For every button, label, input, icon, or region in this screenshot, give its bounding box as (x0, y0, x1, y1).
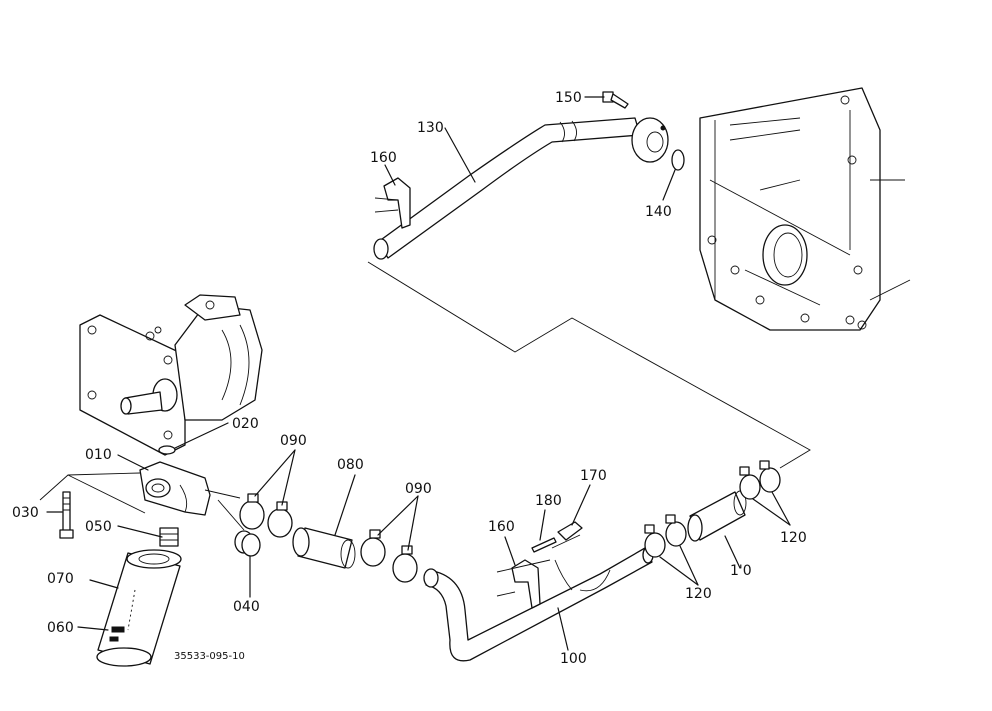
upper-suction-pipe (373, 117, 669, 260)
callout-050: 050 (85, 519, 112, 535)
callout-070: 070 (47, 571, 74, 587)
hose-clamps-090-right (360, 529, 418, 583)
leader-lines (46, 96, 791, 651)
filter-bracket-010 (139, 461, 241, 516)
hose-clamps-120-mid (644, 514, 687, 558)
callout-160-top: 160 (370, 150, 397, 166)
callout-020: 020 (232, 416, 259, 432)
callout-090-left: 090 (280, 433, 307, 449)
bracket-170 (551, 521, 583, 549)
callout-030: 030 (12, 505, 39, 521)
callout-140: 140 (645, 204, 672, 220)
callout-090-right: 090 (405, 481, 432, 497)
callout-130: 130 (417, 120, 444, 136)
transmission-case (699, 87, 911, 331)
callout-160-mid: 160 (488, 519, 515, 535)
callout-100: 100 (560, 651, 587, 667)
clamp-bracket-160-mid (496, 559, 551, 609)
callout-110: 1'0 (730, 563, 752, 579)
bolt-150 (602, 91, 629, 109)
o-ring-020 (158, 445, 176, 455)
hose-110 (687, 490, 747, 542)
callout-080: 080 (337, 457, 364, 473)
callout-120-right: 120 (780, 530, 807, 546)
hose-080 (292, 527, 356, 569)
hose-adapter-040 (234, 530, 261, 557)
lower-suction-pipe-100 (423, 546, 654, 662)
callout-040: 040 (233, 599, 260, 615)
callout-180: 180 (535, 493, 562, 509)
oil-filter-070 (96, 549, 182, 667)
assembly-lines (39, 261, 811, 531)
hose-clamps-120-right (739, 460, 781, 500)
callout-010: 010 (85, 447, 112, 463)
callout-150: 150 (555, 90, 582, 106)
hydraulic-pump (79, 294, 263, 456)
callout-060: 060 (47, 620, 74, 636)
o-ring-140 (671, 149, 685, 171)
callout-120-mid: 120 (685, 586, 712, 602)
bolt-030 (59, 491, 74, 539)
hose-clamps-090-left (239, 493, 293, 538)
bolt-180 (531, 537, 557, 553)
clamp-bracket-160-top (374, 177, 411, 229)
nipple-050 (159, 527, 179, 547)
callout-170: 170 (580, 468, 607, 484)
drawing-code: 35533-095-10 (174, 651, 245, 662)
